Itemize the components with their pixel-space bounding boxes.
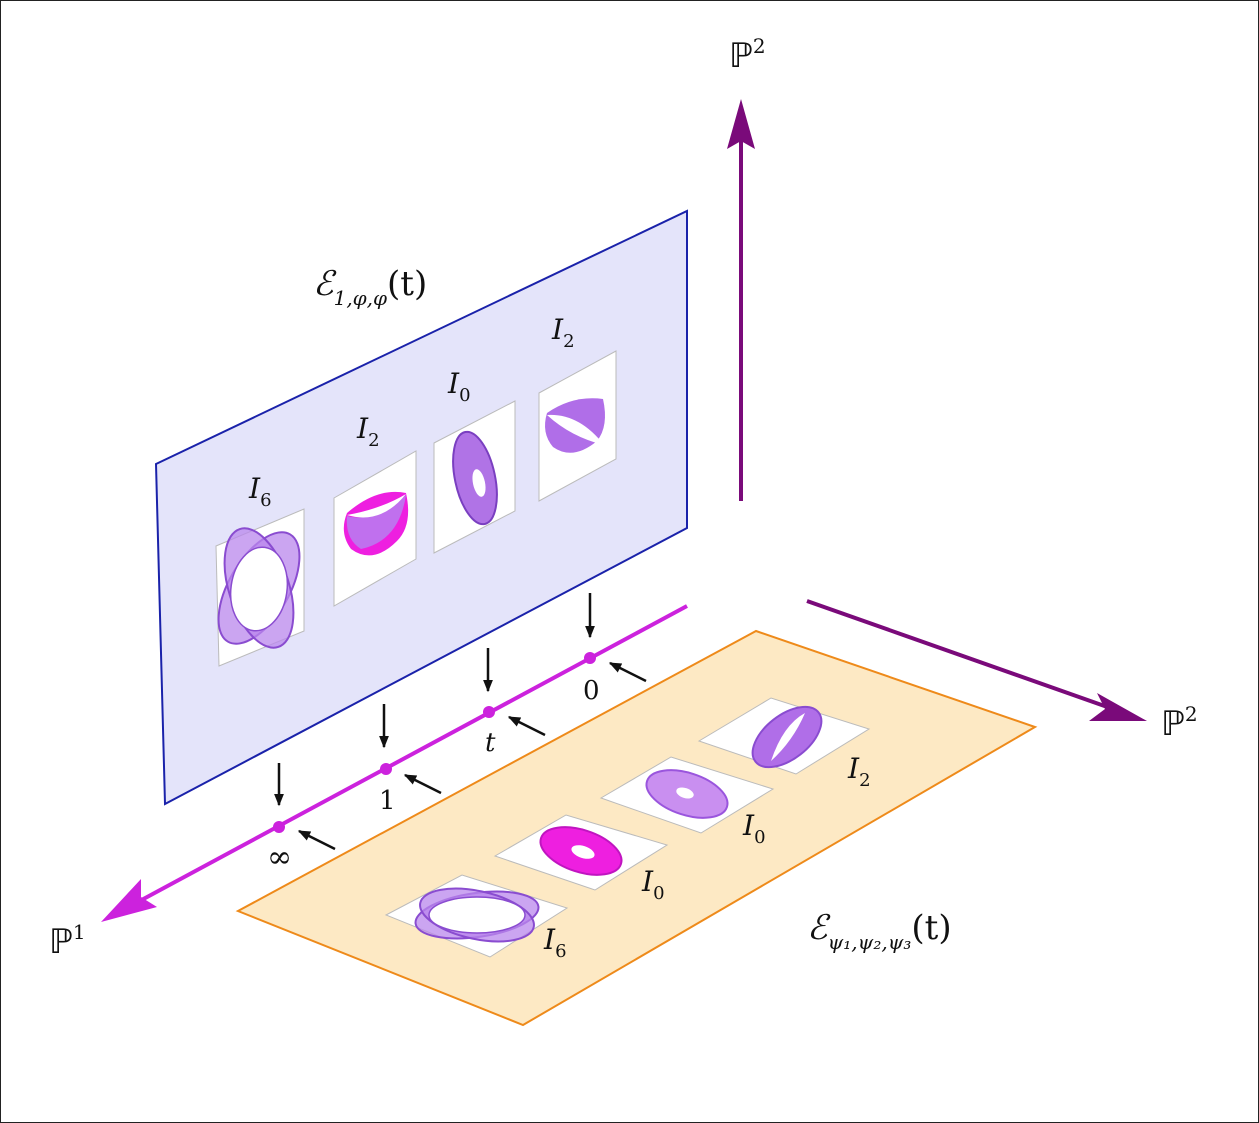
p2-vertical-axis xyxy=(727,99,755,501)
base-point-label: ∞ xyxy=(267,840,292,875)
horizontal-fiber-i2 xyxy=(697,697,871,775)
base-point-zero xyxy=(584,593,647,683)
horizontal-fiber-i0-a xyxy=(493,814,669,891)
horizontal-fiber-label: I0 xyxy=(742,809,766,848)
base-point-one xyxy=(379,704,442,795)
base-point-label: 1 xyxy=(379,786,396,816)
horizontal-fiber-label: I6 xyxy=(543,923,567,962)
vertical-fiber-i2-b xyxy=(538,350,617,502)
vertical-fiber-label: I2 xyxy=(551,313,575,352)
horizontal-fiber-i0-b xyxy=(599,756,775,834)
vertical-fiber-label: I2 xyxy=(356,412,380,451)
vertical-fiber-i6 xyxy=(215,508,305,667)
vertical-family-label: ℰ1,φ,φ(t) xyxy=(313,264,427,310)
horizontal-fiber-i6 xyxy=(384,874,569,958)
horizontal-family-label: ℰψ₁,ψ₂,ψ₃(t) xyxy=(807,908,952,954)
vertical-fiber-label: I0 xyxy=(447,367,471,406)
p1-label: ℙ1 xyxy=(49,920,86,962)
base-point-label: 0 xyxy=(583,676,600,706)
base-point-label: t xyxy=(485,728,496,758)
base-point-infinity xyxy=(273,763,336,851)
horizontal-fiber-label: I2 xyxy=(847,752,871,791)
vertical-fiber-i2-a xyxy=(333,450,417,607)
vertical-fiber-i0 xyxy=(433,400,516,554)
vertical-plane xyxy=(154,209,688,806)
p2-horizontal-label: ℙ2 xyxy=(1161,702,1198,744)
p2-horizontal-axis xyxy=(806,599,1147,721)
p2-vertical-label: ℙ2 xyxy=(729,34,766,76)
base-point-t xyxy=(483,648,546,737)
horizontal-fiber-label: I0 xyxy=(641,865,665,904)
vertical-fiber-label: I6 xyxy=(248,472,272,511)
